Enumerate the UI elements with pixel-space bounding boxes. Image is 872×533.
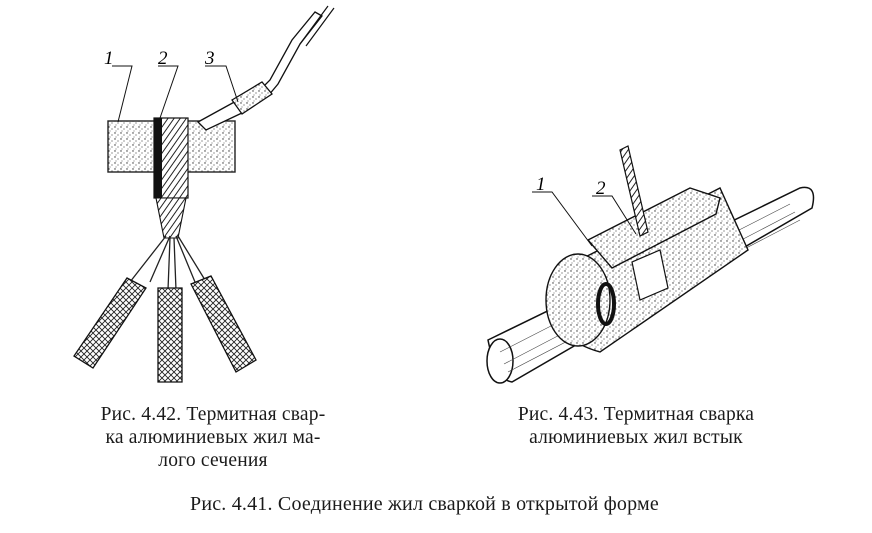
caption-line: лого сечения: [158, 450, 268, 471]
wire-strands: [129, 235, 206, 291]
igniter-rod: [196, 11, 323, 131]
conductor-dark-edge: [154, 118, 162, 198]
caption-line: алюминиевых жил встык: [529, 427, 743, 448]
igniter-wires: [299, 5, 335, 47]
fig43-label-2: 2: [596, 178, 606, 199]
caption-line: ка алюминиевых жил ма-: [105, 427, 321, 448]
fig42-label-1: 1: [104, 48, 114, 69]
label-leaders-4-43: [532, 191, 637, 247]
weld-ring: [596, 282, 616, 326]
insulated-core-middle: [157, 287, 183, 383]
caption-line: Рис. 4.42. Термитная свар-: [100, 404, 326, 425]
conductor-end-face: [486, 338, 514, 384]
conductor-taper: [155, 197, 187, 239]
figure-4-42-illustration: 1 2 3: [73, 5, 335, 383]
caption-figure-4-42: Рис. 4.42. Термитная свар- ка алюминиевы…: [48, 403, 378, 472]
label-leaders-4-42: [112, 65, 239, 123]
caption-line: Рис. 4.43. Термитная сварка: [517, 404, 755, 425]
insulated-core-right: [190, 275, 257, 373]
caption-figure-4-41: Рис. 4.41. Соединение жил сваркой в откр…: [190, 493, 800, 516]
igniter-drill: [619, 145, 649, 237]
mold-end-face: [545, 253, 611, 347]
igniter-cartridge: [231, 81, 273, 115]
figure-4-43-illustration: 1 2: [486, 145, 815, 384]
caption-line: Рис. 4.41. Соединение жил сваркой в откр…: [190, 493, 659, 515]
insulated-core-left: [73, 277, 147, 369]
fig43-label-1: 1: [536, 174, 546, 195]
caption-figure-4-43: Рис. 4.43. Термитная сварка алюминиевых …: [466, 403, 806, 449]
fig42-label-2: 2: [158, 48, 168, 69]
joint-seam: [631, 249, 669, 301]
mold-upper-half: [586, 187, 721, 269]
fig42-label-3: 3: [204, 48, 215, 69]
